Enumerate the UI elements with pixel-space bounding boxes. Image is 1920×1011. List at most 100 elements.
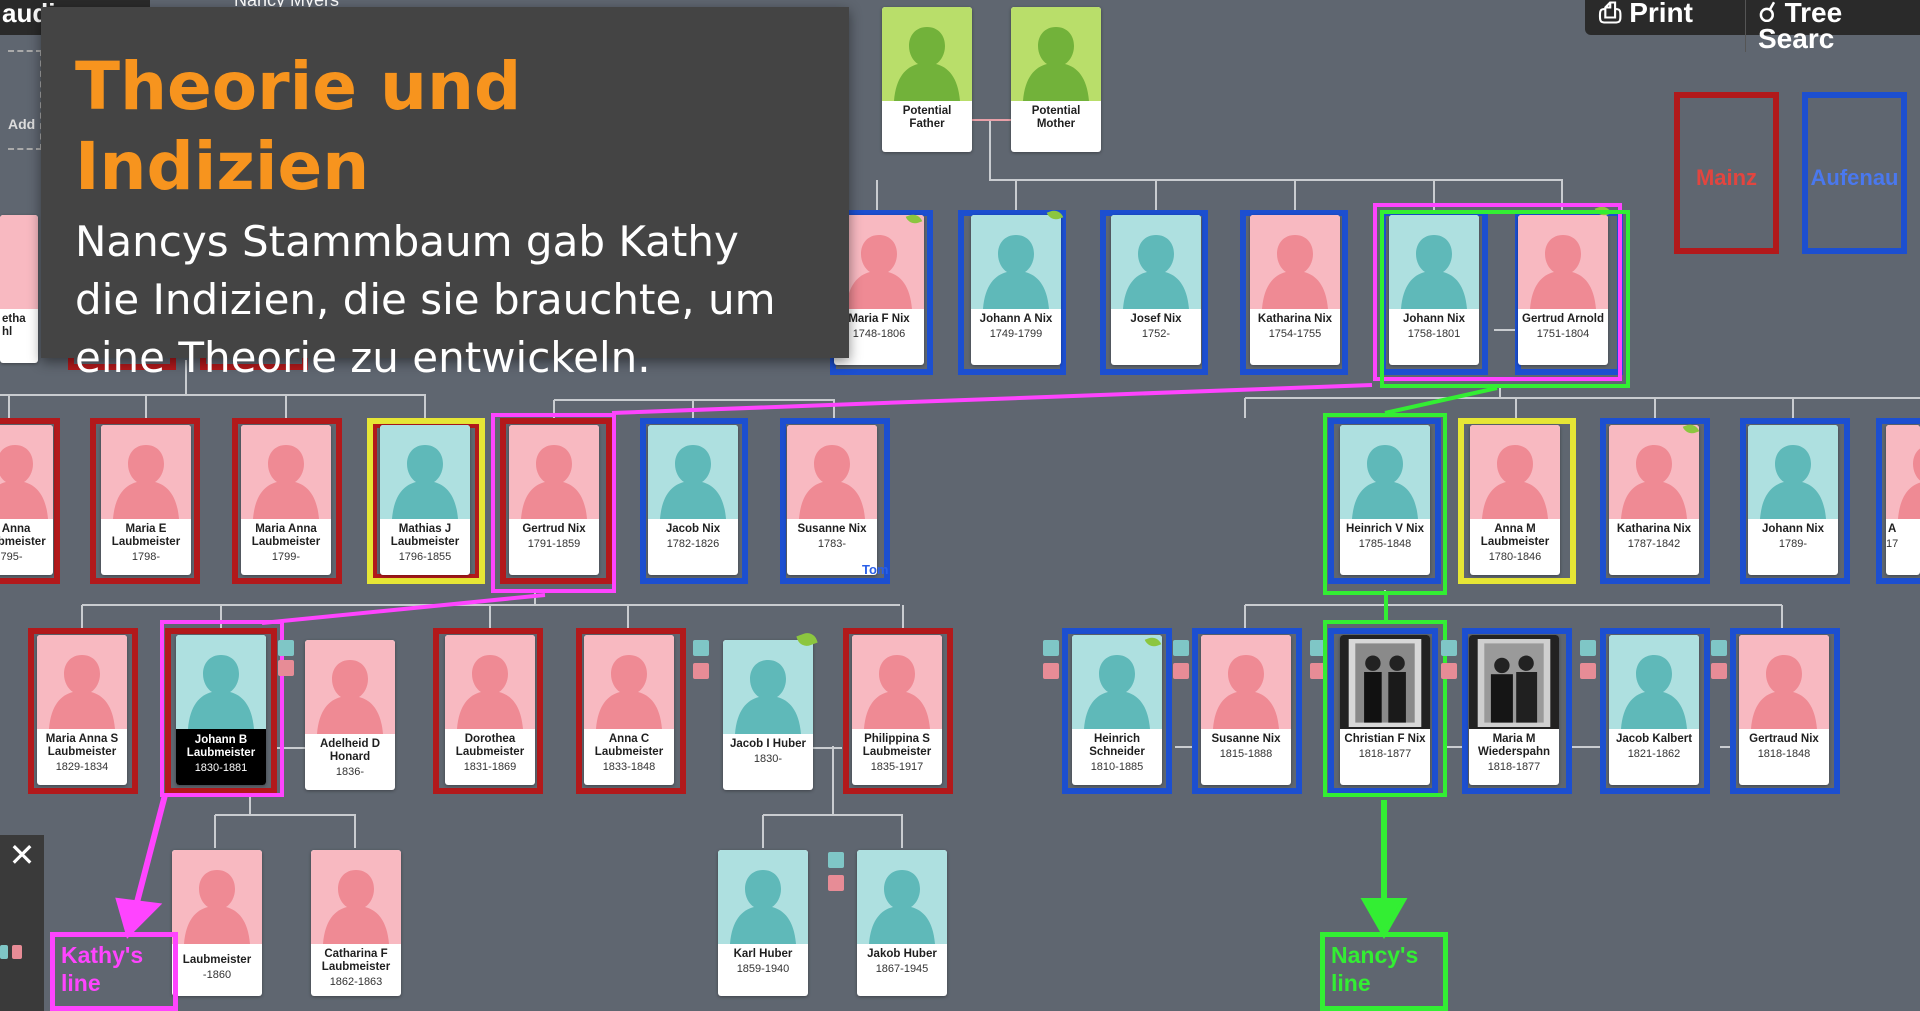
add-mother-icon[interactable]: [1043, 663, 1059, 679]
add-mother-icon[interactable]: [1580, 663, 1596, 679]
person-dates: 1799-: [271, 551, 301, 563]
nancy-highlight-box: [1323, 620, 1447, 797]
add-mother-icon[interactable]: [1711, 663, 1727, 679]
person-card-selected[interactable]: Johann B Laubmeister 1830-1881: [176, 635, 266, 785]
person-card[interactable]: Potential Mother: [1011, 7, 1101, 152]
person-name: Adelheid D Honard: [319, 738, 381, 763]
person-card[interactable]: Maria Anna Laubmeister 1799-: [241, 425, 331, 575]
person-card[interactable]: Adelheid D Honard 1836-: [305, 640, 395, 790]
person-card[interactable]: Gertraud Nix 1818-1848: [1739, 635, 1829, 785]
add-person-stub[interactable]: Add: [8, 50, 42, 150]
person-card[interactable]: Anna C Laubmeister 1833-1848: [584, 635, 674, 785]
person-card[interactable]: Jacob Kalbert 1821-1862: [1609, 635, 1699, 785]
person-card[interactable]: Maria E Laubmeister 1798-: [101, 425, 191, 575]
tree-search-button[interactable]: ☌ Tree Searc: [1745, 0, 1920, 53]
person-name: Anna C Laubmeister: [594, 733, 664, 758]
person-card[interactable]: A 17: [1886, 425, 1920, 575]
close-panel-button[interactable]: ✕: [0, 835, 44, 875]
person-dates: 1830-1881: [194, 762, 248, 774]
person-card[interactable]: Heinrich Schneider 1810-1885: [1072, 635, 1162, 785]
person-card[interactable]: Maria F Nix 1748-1806: [834, 215, 924, 365]
add-father-icon[interactable]: [693, 640, 709, 656]
add-father-icon[interactable]: [1441, 640, 1457, 656]
nancy-highlight-box: [1323, 413, 1447, 595]
add-mother-icon[interactable]: [1441, 663, 1457, 679]
avatar: [1609, 635, 1699, 729]
person-card[interactable]: Susanne Nix 1783-: [787, 425, 877, 575]
add-mother-icon[interactable]: [1173, 663, 1189, 679]
person-card[interactable]: Katharina Nix 1787-1842: [1609, 425, 1699, 575]
add-father-icon[interactable]: [1043, 640, 1059, 656]
person-card[interactable]: Johann A Nix 1749-1799: [971, 215, 1061, 365]
avatar: [787, 425, 877, 519]
person-card[interactable]: Laubmeister -1860: [172, 850, 262, 996]
person-card[interactable]: Dorothea Laubmeister 1831-1869: [445, 635, 535, 785]
person-card[interactable]: Josef Nix 1752-: [1111, 215, 1201, 365]
person-card[interactable]: Anna M Laubmeister 1780-1846: [1470, 425, 1560, 575]
person-dates: 1780-1846: [1488, 551, 1542, 563]
person-card[interactable]: Catharina F Laubmeister 1862-1863: [311, 850, 401, 996]
person-dates: 1818-1877: [1358, 748, 1412, 760]
person-dates: 1749-1799: [989, 328, 1043, 340]
person-card[interactable]: Jacob I Huber 1830-: [723, 640, 813, 790]
user-link[interactable]: Nancy Myers: [234, 0, 340, 10]
add-mother-icon[interactable]: [828, 875, 844, 891]
person-dates: 1748-1806: [852, 328, 906, 340]
print-button[interactable]: ⎙ Print: [1599, 0, 1693, 28]
person-card[interactable]: Christian F Nix 1818-1877: [1340, 635, 1430, 785]
side-panel: [0, 875, 44, 1011]
nancy-highlight-box: [1380, 210, 1630, 388]
avatar: [1748, 425, 1838, 519]
avatar: [1011, 7, 1101, 101]
avatar: [0, 215, 38, 309]
print-label: Print: [1629, 0, 1693, 28]
add-father-icon[interactable]: [1580, 640, 1596, 656]
person-name: Laubmeister: [182, 954, 252, 966]
person-card[interactable]: Jacob Nix 1782-1826: [648, 425, 738, 575]
person-dates: -1860: [202, 969, 232, 981]
person-name: Johann A Nix: [979, 313, 1053, 325]
kathy-highlight-box: [160, 620, 284, 797]
legend-aufenau: Aufenau: [1802, 92, 1907, 254]
add-father-icon[interactable]: [1173, 640, 1189, 656]
person-photo: [1340, 635, 1430, 729]
person-card[interactable]: Potential Father: [882, 7, 972, 152]
legend-mainz: Mainz: [1674, 92, 1779, 254]
add-mother-icon[interactable]: [1310, 663, 1326, 679]
person-card[interactable]: Johann Nix 1789-: [1748, 425, 1838, 575]
person-card[interactable]: Johann Nix 1758-1801: [1389, 215, 1479, 365]
avatar: [1111, 215, 1201, 309]
person-card[interactable]: Maria Anna S Laubmeister 1829-1834: [37, 635, 127, 785]
add-father-icon[interactable]: [1310, 640, 1326, 656]
person-card[interactable]: Mathias J Laubmeister 1796-1855: [380, 425, 470, 575]
add-mother-icon[interactable]: [693, 663, 709, 679]
person-dates: 1787-1842: [1627, 538, 1681, 550]
person-card[interactable]: Philippina S Laubmeister 1835-1917: [852, 635, 942, 785]
person-card[interactable]: Jakob Huber 1867-1945: [857, 850, 947, 996]
avatar: [445, 635, 535, 729]
person-name: Karl Huber: [733, 948, 793, 960]
avatar: [1470, 425, 1560, 519]
person-name: Jacob Kalbert: [1615, 733, 1693, 745]
add-father-icon[interactable]: [1711, 640, 1727, 656]
person-card[interactable]: Katharina Nix 1754-1755: [1250, 215, 1340, 365]
person-card[interactable]: Susanne Nix 1815-1888: [1201, 635, 1291, 785]
add-mother-icon[interactable]: [278, 660, 294, 676]
person-card[interactable]: Karl Huber 1859-1940: [718, 850, 808, 996]
person-dates: 1789-: [1778, 538, 1808, 550]
avatar: [241, 425, 331, 519]
person-dates: 1815-1888: [1219, 748, 1273, 760]
add-father-icon[interactable]: [278, 640, 294, 656]
person-card[interactable]: a Anna Laubmeister 795-: [0, 425, 53, 575]
legend-male-icon: [0, 945, 8, 959]
person-card[interactable]: Heinrich V Nix 1785-1848: [1340, 425, 1430, 575]
person-dates: 1818-1877: [1487, 761, 1541, 773]
avatar: [1340, 425, 1430, 519]
person-card[interactable]: Maria M Wiederspahn 1818-1877: [1469, 635, 1559, 785]
person-name: Gertrud Nix: [522, 523, 586, 535]
person-photo: [1469, 635, 1559, 729]
add-father-icon[interactable]: [828, 852, 844, 868]
person-card[interactable]: Gertrud Arnold 1751-1804: [1518, 215, 1608, 365]
person-card[interactable]: Gertrud Nix 1791-1859: [509, 425, 599, 575]
